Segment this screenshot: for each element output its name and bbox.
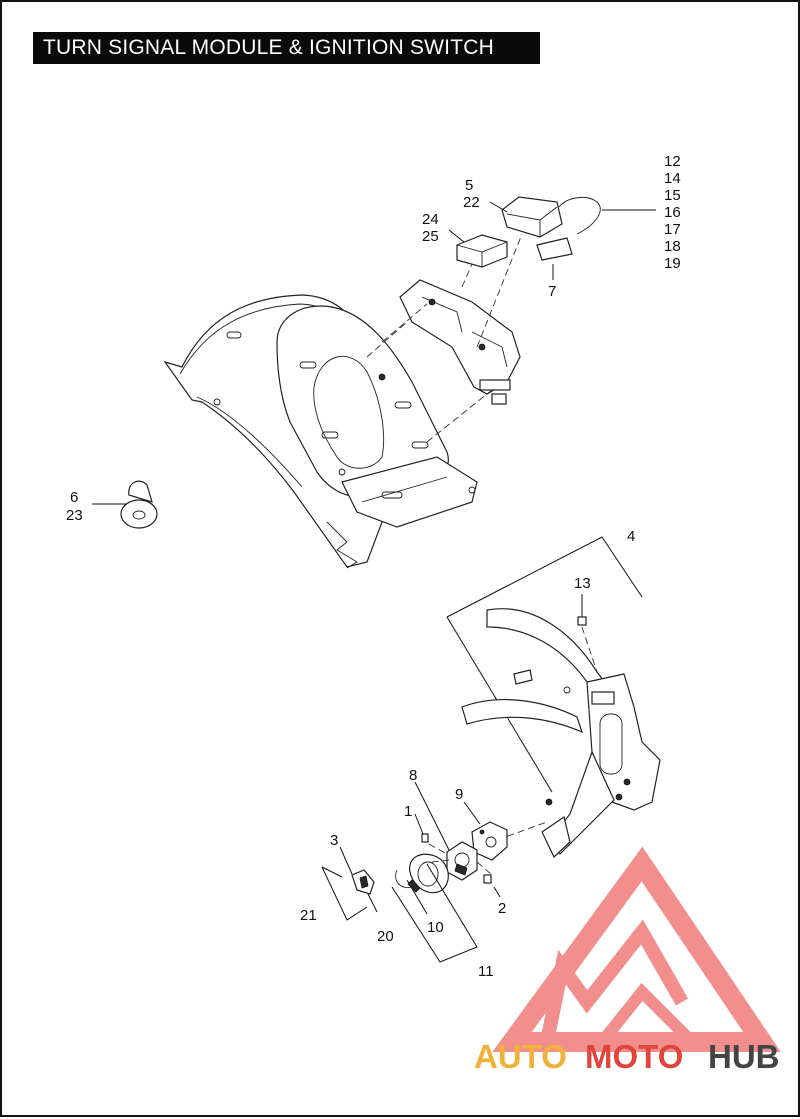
callout-20: 20 — [377, 928, 394, 945]
callout-11: 11 — [478, 963, 494, 980]
relay-illustration — [456, 234, 508, 268]
callout-6: 6 — [70, 489, 78, 506]
callout-25: 25 — [422, 228, 439, 245]
callout-2: 2 — [498, 900, 506, 917]
callout-24: 24 — [422, 211, 439, 228]
watermark-auto: AUTO — [474, 1038, 567, 1075]
callout-9: 9 — [455, 786, 463, 803]
callout-labels: 12 14 15 16 17 18 19 5 22 24 25 7 6 23 4… — [66, 153, 681, 980]
frame-illustration — [446, 536, 661, 858]
cap-illustration — [120, 480, 158, 529]
watermark-wordmark: AUTO MOTO HUB — [474, 1038, 780, 1075]
callout-1: 1 — [404, 803, 412, 820]
ignition-switch-illustration — [351, 821, 508, 895]
watermark-logo — [492, 846, 781, 1052]
leader-lines — [92, 201, 656, 963]
callout-19: 19 — [664, 255, 681, 272]
rear-fender-illustration — [163, 294, 478, 569]
callout-22: 22 — [463, 194, 480, 211]
callout-21: 21 — [300, 907, 317, 924]
watermark-hub: HUB — [708, 1038, 780, 1075]
callout-3: 3 — [330, 832, 338, 849]
callout-18: 18 — [664, 238, 681, 255]
callout-12: 12 — [664, 153, 681, 170]
callout-13: 13 — [574, 575, 591, 592]
turn-signal-module-illustration — [501, 196, 601, 261]
page-title: TURN SIGNAL MODULE & IGNITION SWITCH — [33, 32, 540, 64]
callout-7: 7 — [548, 283, 556, 300]
callout-14: 14 — [664, 170, 681, 187]
callout-15: 15 — [664, 187, 681, 204]
callout-16: 16 — [664, 204, 681, 221]
callout-8: 8 — [409, 767, 417, 784]
screw-illustration — [577, 599, 587, 626]
callout-23: 23 — [66, 507, 83, 524]
callout-17: 17 — [664, 221, 681, 238]
callout-4: 4 — [627, 528, 635, 545]
callout-5: 5 — [465, 177, 473, 194]
callout-10: 10 — [427, 919, 444, 936]
module-bracket-illustration — [399, 279, 521, 405]
watermark-moto: MOTO — [585, 1038, 683, 1075]
